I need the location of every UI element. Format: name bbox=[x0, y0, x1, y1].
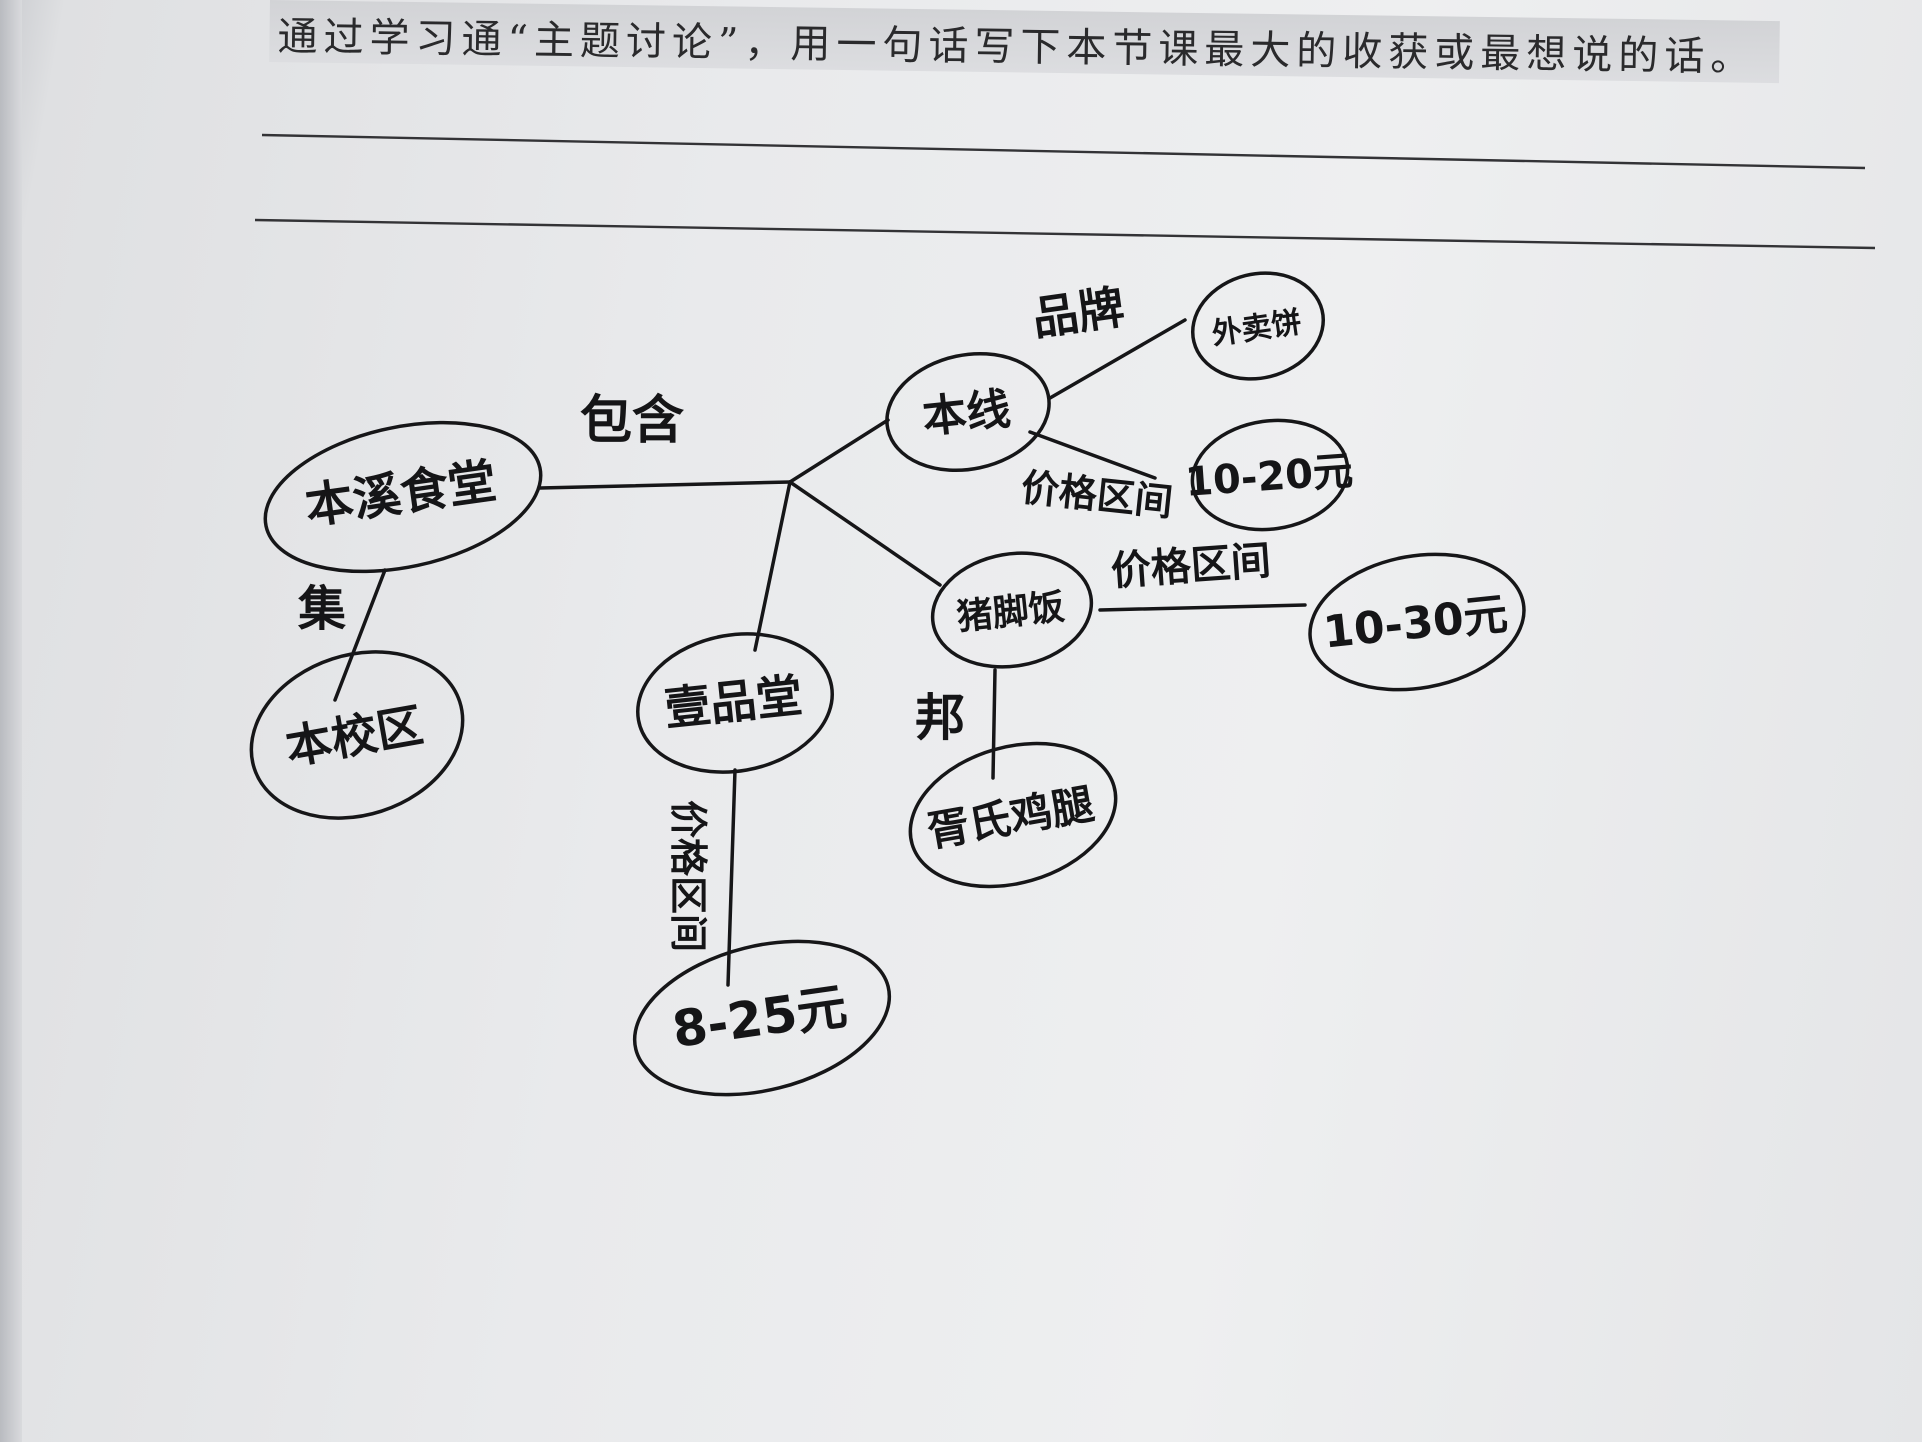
answer-rule-2 bbox=[254, 218, 1876, 250]
answer-rule-1 bbox=[261, 133, 1866, 170]
edge-root-hub bbox=[538, 480, 792, 490]
edge-shenggu-price bbox=[1098, 603, 1307, 612]
node-benxian-brand: 外卖饼 bbox=[1210, 305, 1304, 352]
node-outline-root bbox=[263, 420, 543, 574]
edge-root-campus bbox=[333, 568, 387, 702]
node-campus: 本校区 bbox=[282, 698, 427, 775]
edge-label-benxian-brand: 品牌 bbox=[1029, 280, 1128, 346]
edge-label-shenggu-near: 邦 bbox=[915, 689, 965, 747]
node-shenggu: 猪脚饭 bbox=[955, 587, 1067, 639]
node-outline-yipin bbox=[636, 632, 834, 774]
node-benxian: 本线 bbox=[920, 384, 1013, 444]
node-yipin: 壹品堂 bbox=[662, 668, 805, 736]
edge-shenggu-near bbox=[991, 668, 997, 780]
edge-hub-benxian bbox=[788, 418, 890, 484]
edge-hub-shenggu bbox=[788, 480, 942, 587]
node-outline-shenggu-price bbox=[1308, 552, 1526, 692]
edge-benxian-price bbox=[1028, 430, 1157, 480]
node-outline-yipin-price bbox=[632, 939, 892, 1097]
edge-label-shenggu-price: 价格区间 bbox=[1109, 538, 1272, 595]
edge-benxian-brand bbox=[1048, 318, 1187, 400]
node-outline-shenggu bbox=[930, 551, 1094, 669]
edge-yipin-price bbox=[726, 768, 737, 987]
edge-label-benxian-price: 价格区间 bbox=[1019, 465, 1175, 525]
node-yipin-price: 8-25元 bbox=[669, 977, 850, 1059]
edge-hub-yipin bbox=[753, 480, 792, 652]
node-benxian-price: 10-20元 bbox=[1184, 448, 1355, 506]
node-outline-shenggu-near bbox=[908, 741, 1118, 889]
node-outline-benxian bbox=[885, 351, 1051, 473]
node-shenggu-near: 胥氏鸡腿 bbox=[923, 779, 1097, 856]
node-shenggu-price: 10-30元 bbox=[1321, 589, 1510, 659]
edge-label-yipin-price: 价格区间 bbox=[666, 800, 710, 952]
node-outline-benxian-price bbox=[1190, 418, 1350, 532]
edge-label-root-campus: 集 bbox=[297, 581, 346, 637]
node-outline-benxian-brand bbox=[1190, 271, 1326, 381]
node-outline-campus bbox=[249, 650, 465, 820]
binder-edge bbox=[0, 0, 22, 1442]
node-root: 本溪食堂 bbox=[302, 453, 500, 535]
edge-label-hub: 包含 bbox=[580, 391, 684, 451]
